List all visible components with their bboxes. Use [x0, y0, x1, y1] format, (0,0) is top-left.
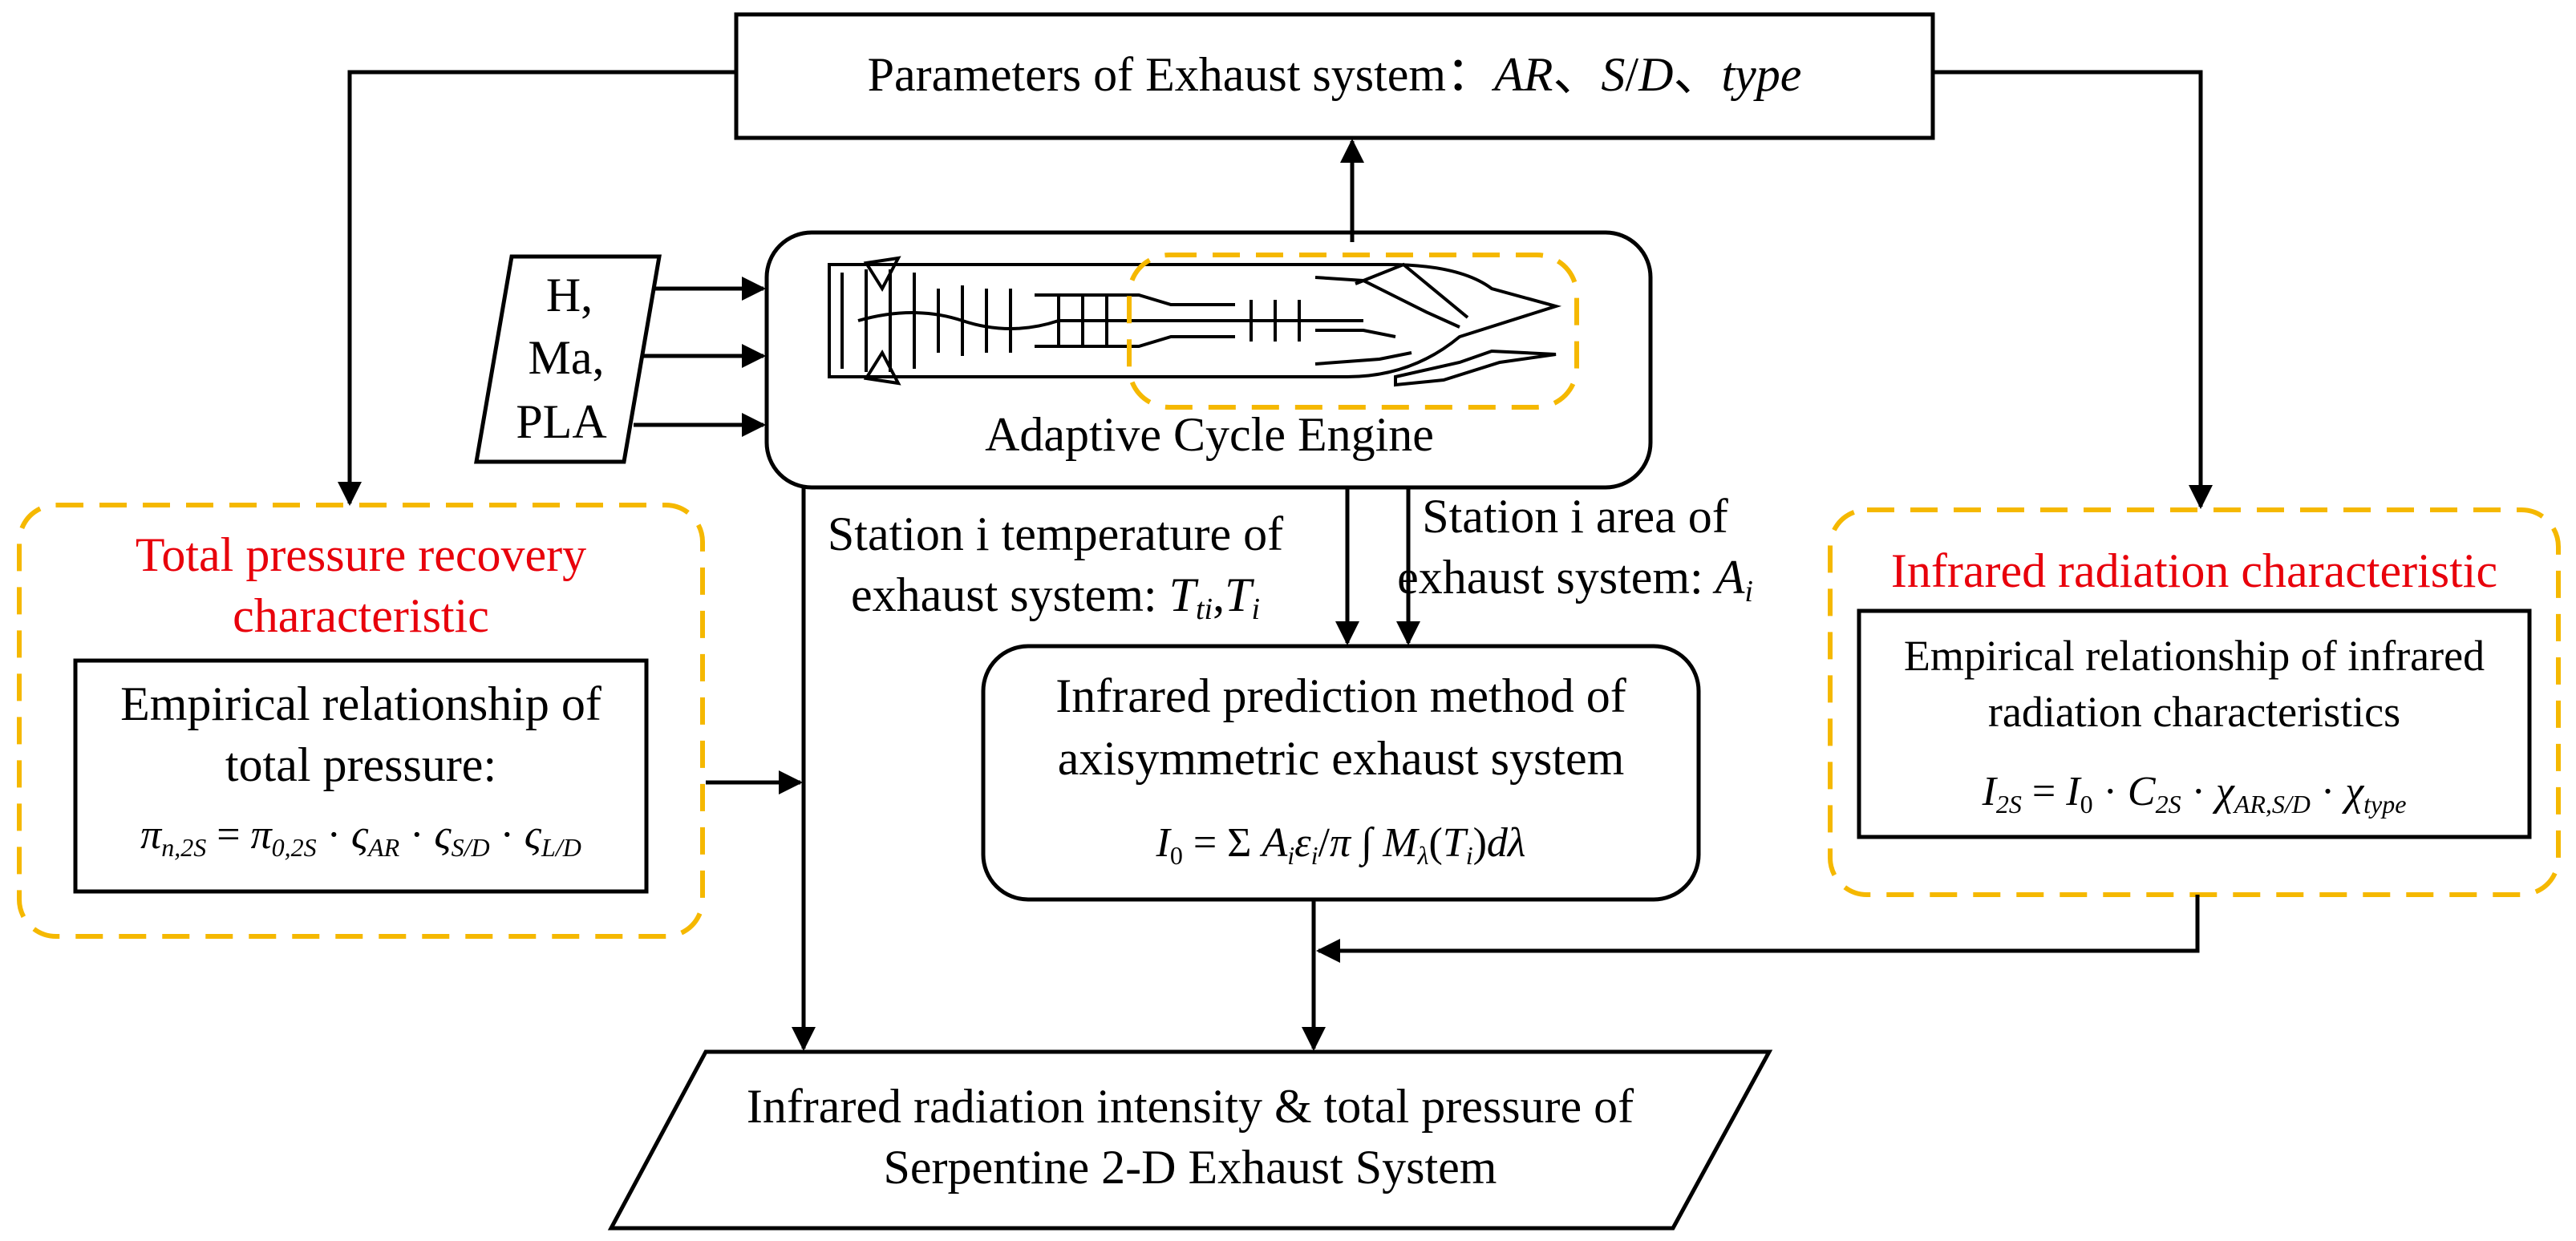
prediction-formula-m: M	[1382, 820, 1420, 866]
infrared-formula-i: I	[1982, 769, 1999, 815]
pressure-title-line1: Total pressure recovery	[136, 528, 586, 581]
arrow-params-to-pressure	[338, 70, 736, 506]
pressure-formula-sub-ar: AR	[367, 833, 400, 862]
infrared-title: Infrared radiation characteristic	[1891, 544, 2497, 597]
pressure-title-line2: characteristic	[233, 589, 489, 642]
station-temp-sub-i: i	[1251, 592, 1260, 626]
prediction-formula-pi: π	[1330, 820, 1352, 866]
station-temp-comma: ,	[1213, 568, 1225, 621]
prediction-formula-div: /	[1318, 820, 1331, 866]
output-line2: Serpentine 2-D Exhaust System	[884, 1141, 1497, 1194]
pressure-formula-eq: =	[206, 812, 250, 858]
pressure-box-line1: Empirical relationship of	[120, 677, 601, 730]
params-slash: /	[1625, 48, 1638, 101]
infrared-box-line2: radiation characteristics	[1988, 688, 2400, 736]
params-prefix: Parameters of Exhaust system：	[868, 48, 1495, 101]
infrared-formula-dot3: ·	[2311, 769, 2345, 815]
infrared-formula-chi2: χ	[2341, 769, 2364, 815]
infrared-formula-sub-type: type	[2363, 790, 2406, 819]
engine-label: Adaptive Cycle Engine	[985, 408, 1434, 461]
pressure-formula-s1: ς	[351, 812, 369, 858]
infrared-formula: I2S = I0 · C2S · χAR,S/D · χtype	[1982, 769, 2407, 819]
prediction-formula-i: I	[1156, 820, 1173, 866]
infrared-formula-sub-2s: 2S	[1996, 790, 2022, 819]
params-sd: S	[1601, 48, 1625, 101]
pressure-formula-dot1: ·	[317, 812, 351, 858]
station-area-prefix: exhaust system:	[1397, 551, 1715, 604]
infrared-formula-eq: =	[2022, 769, 2066, 815]
pressure-formula-s3: ς	[525, 812, 542, 858]
infrared-formula-chi1: χ	[2212, 769, 2235, 815]
output-parallelogram: Infrared radiation intensity & total pre…	[607, 1049, 1773, 1231]
infrared-formula-sub-0: 0	[2080, 790, 2093, 819]
prediction-box: Infrared prediction method of axisymmetr…	[981, 644, 1701, 902]
arrow-params-to-infrared	[1933, 70, 2213, 509]
infrared-formula-dot1: ·	[2093, 769, 2128, 815]
pressure-formula: πn,2S = π0,2S · ςAR · ςS/D · ςL/D	[140, 812, 581, 862]
station-area-line1: Station i area of	[1422, 490, 1728, 543]
prediction-line2: axisymmetric exhaust system	[1058, 732, 1625, 785]
prediction-formula-eq: = Σ	[1183, 820, 1262, 866]
prediction-formula: I0 = Σ Aiεi/π ∫ Mλ(Ti)dλ	[1156, 820, 1526, 870]
pressure-box-line2: total pressure:	[225, 738, 496, 791]
prediction-formula-int: ∫	[1351, 820, 1383, 867]
pressure-formula-sub-ld: L/D	[541, 833, 581, 862]
input-h: H,	[546, 269, 593, 321]
station-temp-t2: T	[1225, 568, 1254, 621]
prediction-formula-t: T	[1443, 820, 1468, 866]
prediction-formula-sub-0: 0	[1170, 841, 1183, 870]
station-area-line2: exhaust system: Ai	[1397, 551, 1753, 608]
infrared-formula-i0: I	[2065, 769, 2082, 815]
input-ma: Ma,	[529, 331, 605, 384]
infrared-formula-sub-arsd: AR,S/D	[2233, 790, 2311, 819]
pressure-formula-pi-n: π	[140, 812, 163, 858]
params-sep2: 、	[1673, 48, 1721, 101]
station-area-a: A	[1712, 551, 1745, 604]
prediction-formula-eps: ε	[1294, 820, 1311, 866]
infrared-formula-c: C	[2128, 769, 2157, 815]
prediction-line1: Infrared prediction method of	[1055, 669, 1626, 722]
output-line1: Infrared radiation intensity & total pre…	[747, 1080, 1634, 1133]
engine-box: Adaptive Cycle Engine	[764, 230, 1653, 490]
prediction-formula-sub-eps: i	[1311, 841, 1318, 870]
prediction-formula-close: )	[1473, 820, 1487, 866]
prediction-formula-sub-a: i	[1287, 841, 1294, 870]
prediction-formula-sub-t: i	[1466, 841, 1473, 870]
infrared-box-line1: Empirical relationship of infrared	[1904, 632, 2485, 680]
prediction-formula-dl: dλ	[1487, 820, 1526, 866]
params-box-label: Parameters of Exhaust system：AR、S/D、type	[868, 48, 1802, 101]
pressure-formula-sub-sd: S/D	[452, 833, 490, 862]
inputs-parallelogram: H, Ma, PLA	[474, 254, 662, 464]
params-ar: AR	[1491, 48, 1553, 101]
exhaust-highlight	[1127, 253, 1579, 410]
pressure-formula-dot3: ·	[490, 812, 525, 858]
params-box: Parameters of Exhaust system：AR、S/D、type	[734, 12, 1935, 140]
params-d: D	[1638, 48, 1673, 101]
pressure-formula-sub-n: n,2S	[161, 833, 206, 862]
infrared-group: Infrared radiation characteristic Empiri…	[1828, 507, 2561, 897]
pressure-formula-dot2: ·	[399, 812, 434, 858]
station-temp-line2: exhaust system: Tti,Ti	[851, 568, 1260, 626]
pressure-formula-s2: ς	[434, 812, 452, 858]
station-temp-t1: T	[1169, 568, 1199, 621]
engine-schematic-icon	[828, 256, 1562, 387]
prediction-formula-sub-l: λ	[1417, 841, 1429, 870]
pressure-group: Total pressure recovery characteristic E…	[17, 503, 705, 939]
infrared-formula-sub-c: 2S	[2156, 790, 2181, 819]
connectors	[338, 70, 2213, 1051]
station-area-sub-i: i	[1744, 575, 1753, 608]
infrared-formula-dot2: ·	[2181, 769, 2216, 815]
prediction-formula-frac: A	[1259, 820, 1287, 866]
station-temp-line1: Station i temperature of	[828, 507, 1283, 560]
input-pla: PLA	[516, 395, 606, 448]
params-sep1: 、	[1553, 48, 1601, 101]
params-type: type	[1721, 48, 1801, 101]
arrow-infrared-to-line	[1316, 895, 2200, 963]
prediction-formula-open: (	[1428, 820, 1442, 866]
pressure-formula-pi-0: π	[251, 812, 273, 858]
station-temp-prefix: exhaust system:	[851, 568, 1169, 621]
pressure-formula-sub-0: 0,2S	[272, 833, 317, 862]
station-temp-sub-ti: ti	[1196, 592, 1213, 626]
